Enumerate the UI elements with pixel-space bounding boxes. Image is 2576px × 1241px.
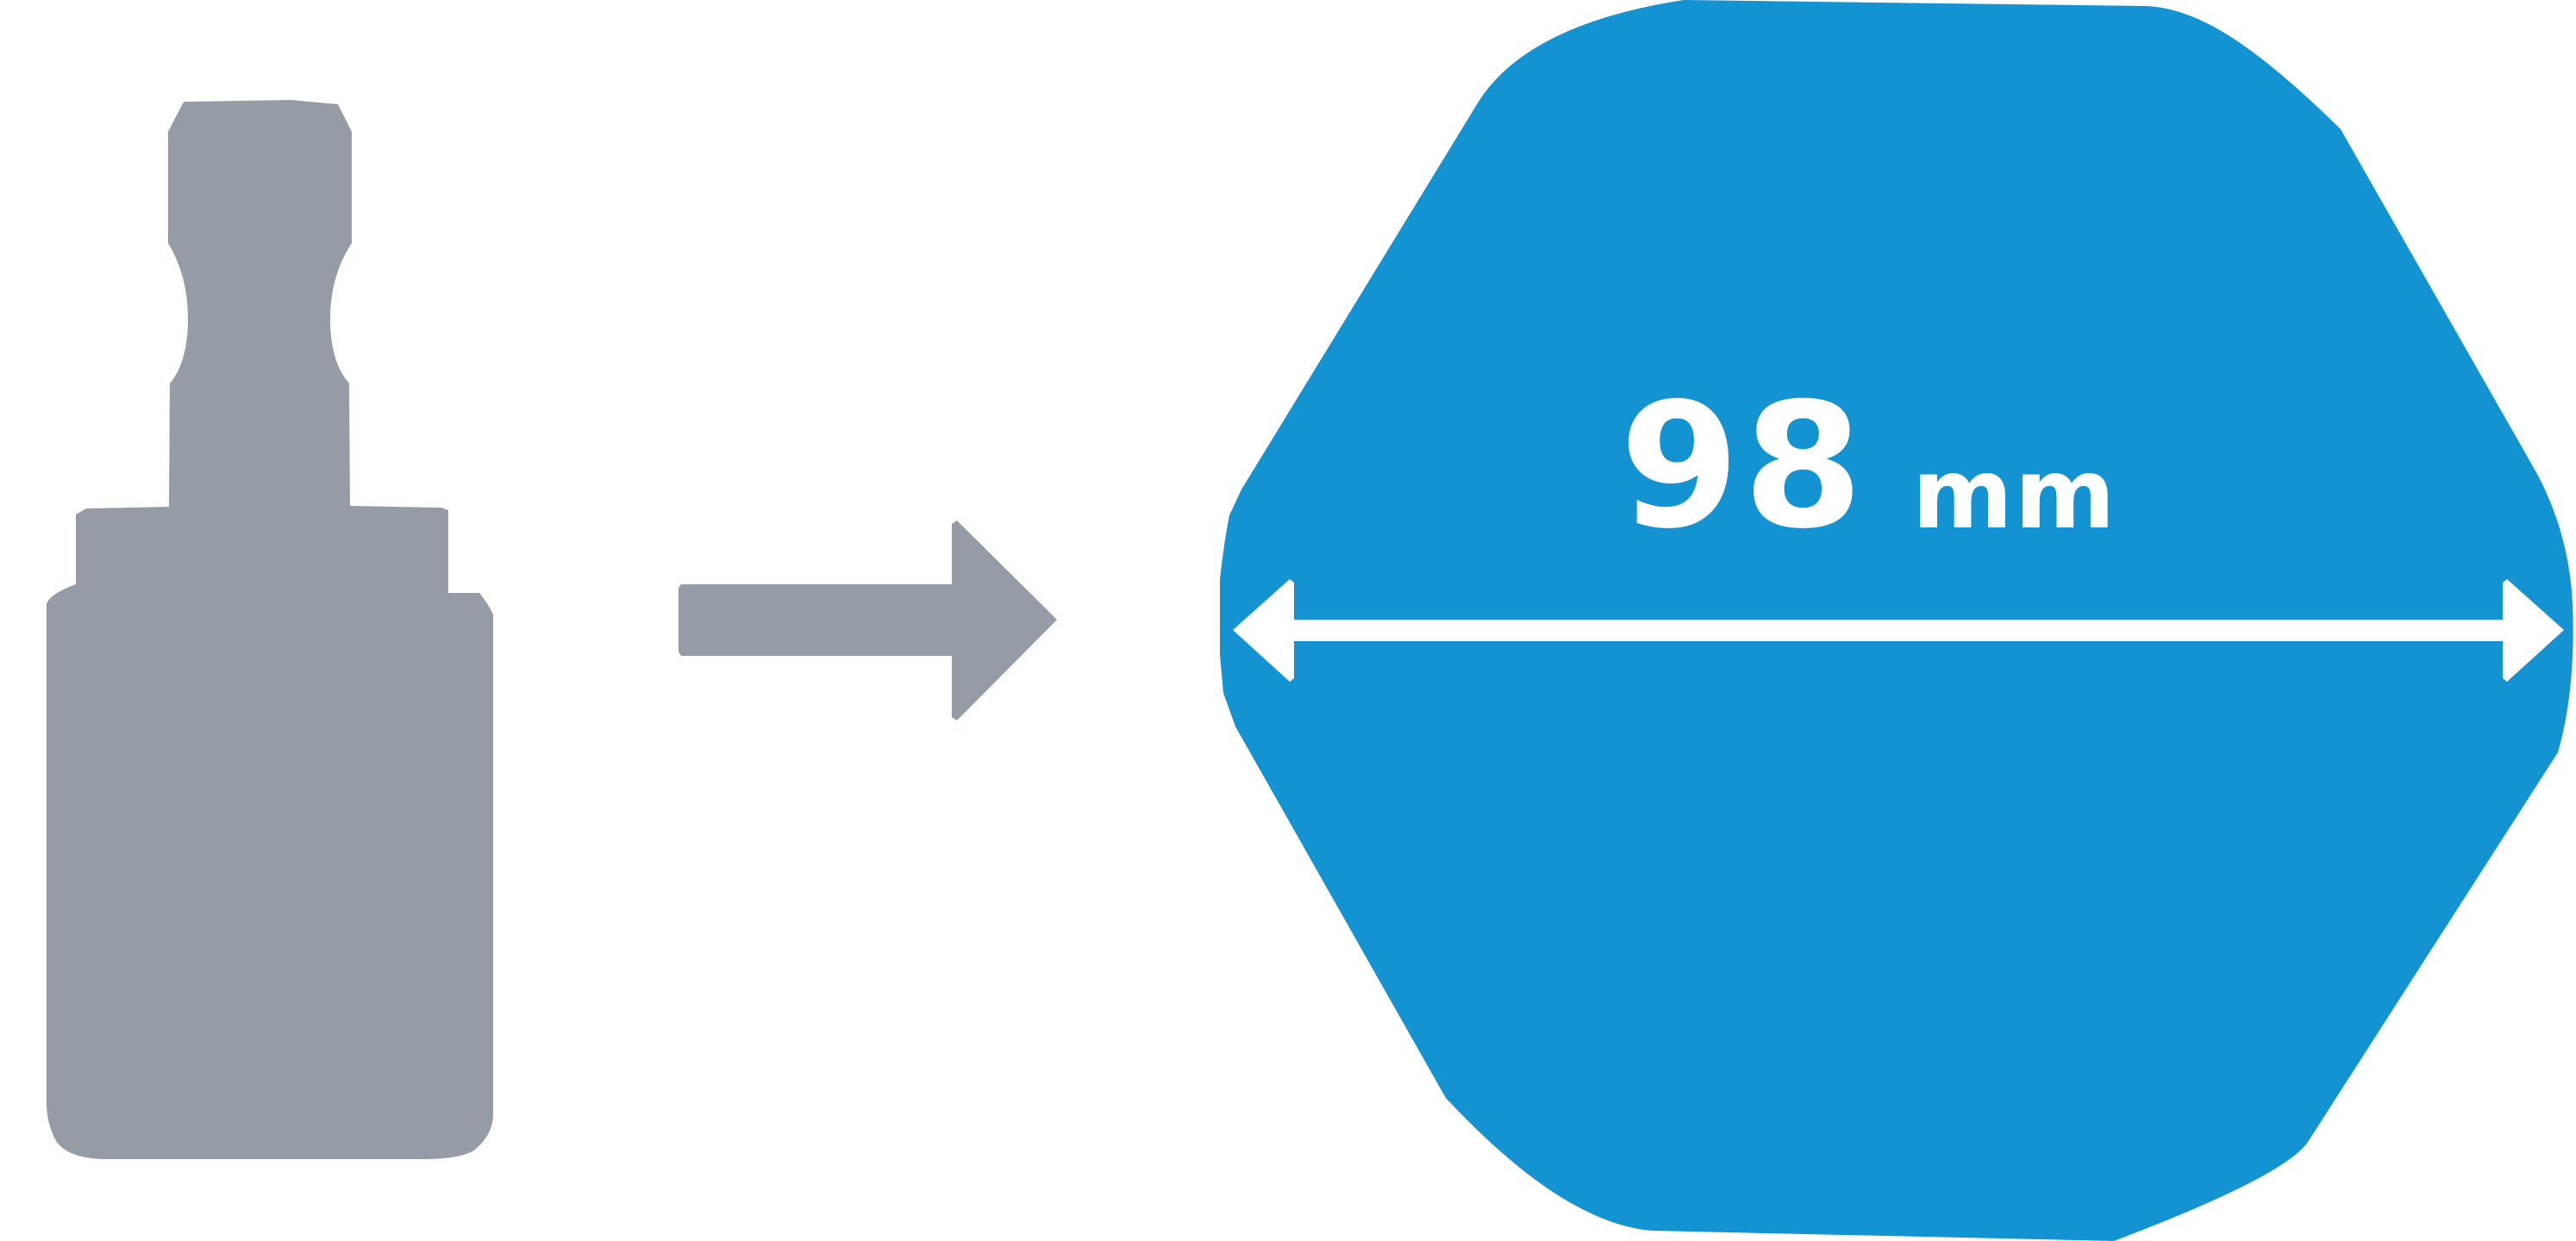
dimension-unit-label: mm: [1912, 439, 2116, 551]
right-arrow-icon: [678, 521, 1057, 720]
socket-tool-silhouette-icon: [47, 100, 493, 1159]
dimension-label: 98: [1620, 366, 1866, 567]
double-headed-dimension-arrow-icon: [1233, 579, 2564, 682]
dimension-unit: mm: [1912, 439, 2116, 551]
dimension-value: 98: [1620, 366, 1866, 567]
